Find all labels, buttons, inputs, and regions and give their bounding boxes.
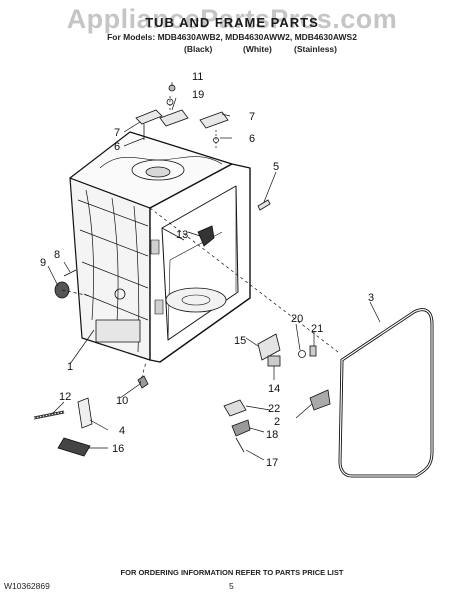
callout-22: 22 <box>268 403 280 415</box>
callout-3: 3 <box>368 292 374 304</box>
watermark: AppliancePartsPros.com <box>66 4 398 34</box>
ordering-note: FOR ORDERING INFORMATION REFER TO PARTS … <box>120 568 344 577</box>
callout-21: 21 <box>311 323 323 335</box>
leader-lines <box>47 82 381 461</box>
callout-11: 11 <box>192 71 203 83</box>
callout-18: 18 <box>266 429 278 441</box>
callout-7-right: 7 <box>249 111 255 123</box>
callout-14: 14 <box>268 383 280 395</box>
page-title: TUB AND FRAME PARTS <box>145 15 319 30</box>
callout-labels: 1 2 3 4 5 6 6 7 7 8 9 10 11 12 13 14 15 … <box>40 71 374 469</box>
callout-5: 5 <box>273 161 279 173</box>
page-number: 5 <box>229 581 234 591</box>
callout-6-right: 6 <box>249 133 255 145</box>
callout-2: 2 <box>274 416 280 428</box>
model-list: For Models: MDB4630AWB2, MDB4630AWW2, MD… <box>107 32 357 42</box>
door-gasket <box>338 308 434 478</box>
callout-9: 9 <box>40 257 46 269</box>
finish-black: (Black) <box>184 44 213 54</box>
finish-stainless: (Stainless) <box>294 44 337 54</box>
callout-12: 12 <box>59 391 71 403</box>
callout-1: 1 <box>67 361 73 373</box>
top-bracket-center <box>159 84 189 127</box>
callout-17: 17 <box>266 457 278 469</box>
callout-20: 20 <box>291 313 303 325</box>
tub-frame-assembly <box>69 131 251 363</box>
small-parts <box>33 199 331 457</box>
finish-white: (White) <box>243 44 272 54</box>
callout-10: 10 <box>116 395 128 407</box>
callout-4: 4 <box>119 425 125 437</box>
callout-8: 8 <box>54 249 60 261</box>
callout-7-left: 7 <box>114 127 120 139</box>
callout-15: 15 <box>234 335 246 347</box>
callout-16: 16 <box>112 443 124 455</box>
callout-19: 19 <box>192 89 204 101</box>
callout-13: 13 <box>176 229 188 241</box>
document-number: W10362869 <box>4 581 50 591</box>
callout-6-left: 6 <box>114 141 120 153</box>
